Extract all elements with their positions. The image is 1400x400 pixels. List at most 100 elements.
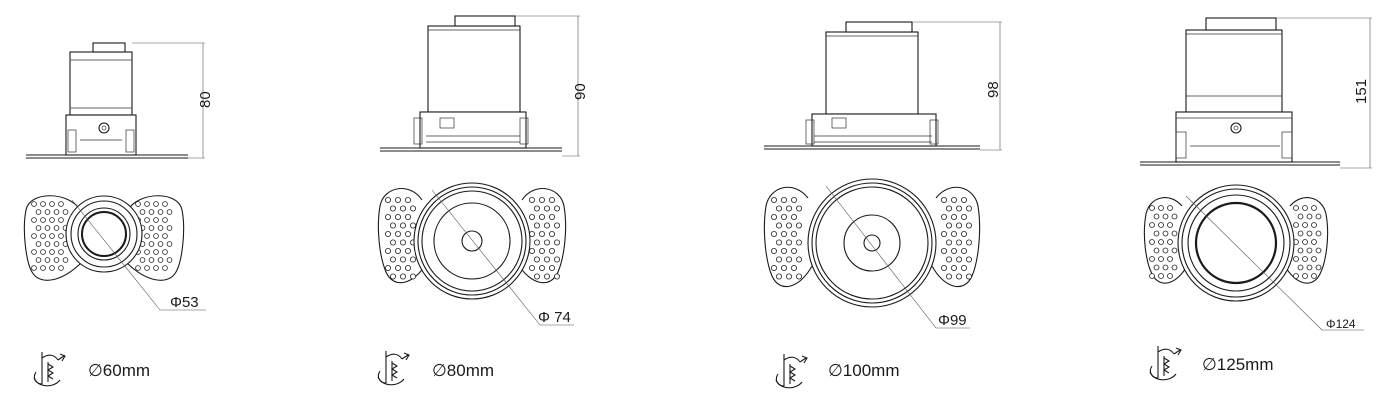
perforation-hole [554, 273, 561, 280]
perforation-hole [956, 256, 963, 263]
perforation-hole [404, 213, 411, 220]
perforation-hole [394, 230, 401, 237]
perforation-hole [409, 273, 416, 280]
cutout-label-4: ∅125mm [1202, 355, 1274, 374]
perforation-hole [1306, 213, 1313, 220]
recessed-cutout-icon [1149, 345, 1182, 381]
perforation-hole [529, 196, 536, 203]
cutout-label-1: ∅60mm [88, 361, 150, 380]
perforation-hole [781, 213, 788, 220]
height-label-3: 98 [985, 81, 1002, 98]
perforation-hole [1293, 256, 1299, 262]
perforation-hole [35, 209, 42, 215]
perforation-hole [776, 222, 783, 229]
front-view-4 [1143, 184, 1364, 331]
perforation-hole [961, 230, 968, 237]
perforation-hole [40, 217, 46, 223]
cutout-label-3: ∅100mm [828, 361, 900, 380]
perforation-hole [966, 239, 973, 246]
perforation-hole [40, 201, 46, 207]
perforation-hole [394, 213, 401, 220]
perforation-hole [384, 247, 391, 254]
perforation-hole [44, 241, 51, 247]
perforation-hole [534, 222, 541, 229]
perforation-hole [791, 213, 798, 220]
perforation-hole [49, 265, 55, 271]
recessed-cutout-icon [775, 353, 808, 389]
front-view-2 [377, 182, 574, 326]
perforation-hole [389, 205, 396, 212]
perforation-hole [1315, 247, 1322, 254]
perforation-hole [53, 225, 60, 231]
perforation-hole [157, 241, 164, 247]
perforation-hole [157, 225, 164, 231]
perforation-hole [534, 205, 541, 212]
perforation-hole [1311, 205, 1317, 211]
perforation-hole [404, 196, 411, 203]
perforation-hole [1171, 247, 1178, 254]
perforation-hole [166, 241, 173, 247]
perforation-hole [1293, 222, 1299, 228]
perforation-hole [961, 196, 968, 203]
perforation-hole [786, 222, 793, 229]
perforation-hole [776, 273, 783, 280]
side-view-4 [1140, 17, 1372, 169]
perforation-hole [399, 239, 406, 246]
perforation-hole [1311, 273, 1317, 279]
perforation-hole [31, 201, 37, 207]
side-view-2 [380, 15, 580, 157]
perforation-hole [549, 230, 556, 237]
spring-holes-right-2 [529, 196, 561, 280]
perforation-hole [539, 196, 546, 203]
perforation-hole [148, 257, 155, 263]
perforation-hole [166, 257, 173, 263]
perforation-hole [384, 213, 391, 220]
perforation-hole [144, 217, 150, 223]
perforation-hole [951, 213, 958, 220]
perforation-hole [53, 209, 60, 215]
perforation-hole [139, 257, 146, 263]
perforation-hole [1167, 205, 1173, 211]
perforation-hole [554, 239, 561, 246]
perforation-hole [544, 205, 551, 212]
perforation-hole [1315, 213, 1322, 220]
front-view-3 [763, 178, 981, 329]
perforation-hole [49, 233, 55, 239]
perforation-hole [31, 249, 37, 255]
perforation-hole [31, 233, 37, 239]
perforation-hole [791, 247, 798, 254]
perforation-hole [44, 225, 51, 231]
perforation-hole [1306, 230, 1313, 237]
perforation-hole [941, 247, 948, 254]
perforation-hole [384, 264, 391, 271]
perforation-hole [1149, 239, 1155, 245]
diameter-label-2: Φ 74 [538, 309, 571, 326]
perforation-hole [544, 239, 551, 246]
perforation-hole [961, 213, 968, 220]
perforation-hole [399, 273, 406, 280]
perforation-hole [951, 230, 958, 237]
perforation-hole [162, 249, 168, 255]
perforation-hole [1302, 222, 1308, 228]
perforation-hole [166, 209, 173, 215]
perforation-hole [1302, 205, 1308, 211]
perforation-hole [399, 256, 406, 263]
perforation-hole [534, 256, 541, 263]
height-label-4: 151 [1353, 79, 1370, 104]
product-1: 80 Φ53 ∅60mm [23, 42, 214, 387]
perforation-hole [786, 256, 793, 263]
perforation-hole [781, 230, 788, 237]
perforation-hole [44, 209, 51, 215]
perforation-hole [549, 213, 556, 220]
spring-holes-right-1 [135, 201, 173, 271]
perforation-hole [786, 273, 793, 280]
perforation-hole [1162, 230, 1169, 237]
perforation-hole [941, 196, 948, 203]
perforation-hole [1149, 273, 1155, 279]
perforation-hole [157, 257, 164, 263]
perforation-hole [1171, 213, 1178, 220]
perforation-hole [529, 264, 536, 271]
perforation-hole [1158, 273, 1164, 279]
perforation-hole [40, 249, 46, 255]
perforation-hole [35, 241, 42, 247]
